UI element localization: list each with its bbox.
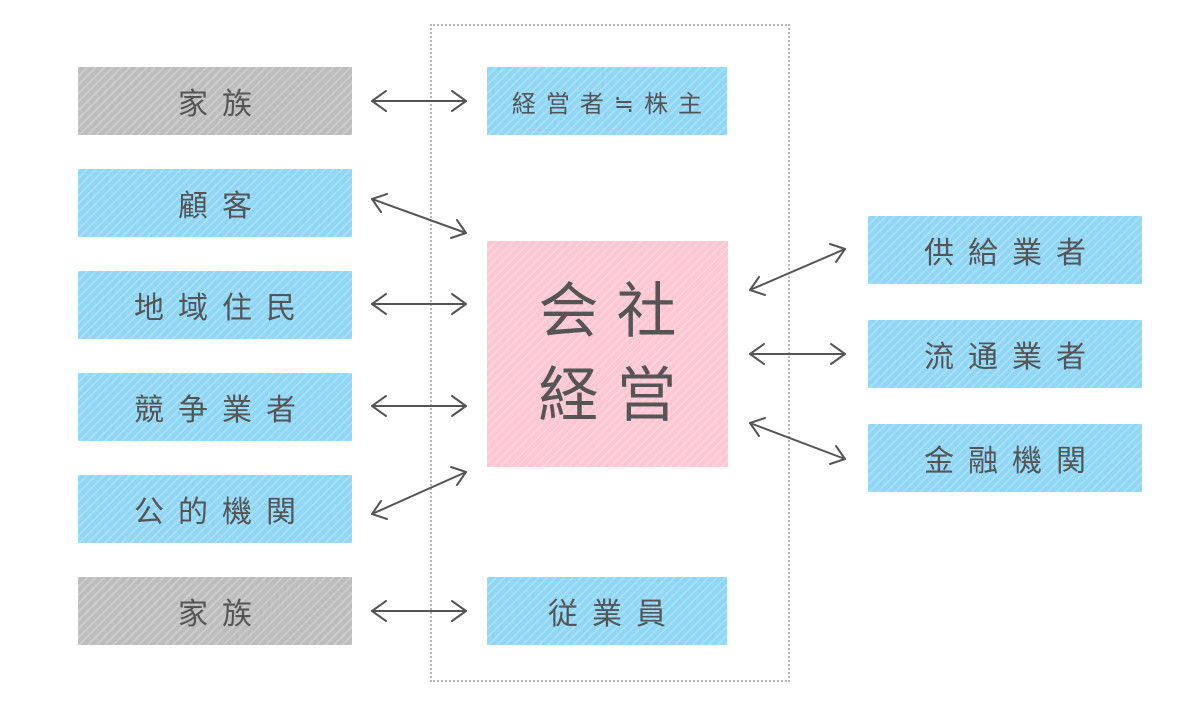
node-financial-institutions: 金融機関 xyxy=(868,424,1142,492)
node-executive-shareholder: 経営者≒株主 xyxy=(487,67,727,135)
arrow-company-suppliers xyxy=(749,243,846,296)
node-family-top-label: 家族 xyxy=(178,87,266,122)
arrow-residents-company xyxy=(371,293,467,315)
arrow-company-financial xyxy=(749,417,846,465)
node-customers: 顧客 xyxy=(78,169,352,237)
node-company-management: 会社 経営 xyxy=(487,241,728,467)
node-employees-label: 従業員 xyxy=(548,597,680,632)
arrow-company-distributors xyxy=(749,343,846,365)
node-customers-label: 顧客 xyxy=(178,189,266,224)
arrow-family-employees xyxy=(371,600,467,622)
node-family-bottom: 家族 xyxy=(78,577,352,645)
node-suppliers-label: 供給業者 xyxy=(924,236,1100,271)
arrow-customers-company xyxy=(371,193,467,239)
node-public-institutions: 公的機関 xyxy=(78,475,352,543)
arrow-public-company xyxy=(371,466,467,520)
node-distributors-label: 流通業者 xyxy=(924,340,1100,375)
arrow-family-executive xyxy=(371,90,467,112)
node-family-top: 家族 xyxy=(78,67,352,135)
node-public-institutions-label: 公的機関 xyxy=(134,495,310,530)
node-local-residents: 地域住民 xyxy=(78,271,352,339)
node-family-bottom-label: 家族 xyxy=(178,597,266,632)
node-suppliers: 供給業者 xyxy=(868,216,1142,284)
arrow-competitors-company xyxy=(371,395,467,417)
node-financial-institutions-label: 金融機関 xyxy=(924,444,1100,479)
node-employees: 従業員 xyxy=(487,577,727,645)
node-company-management-line1: 会社 xyxy=(538,277,695,347)
node-competitors: 競争業者 xyxy=(78,373,352,441)
node-company-management-line2: 経営 xyxy=(538,361,695,431)
node-competitors-label: 競争業者 xyxy=(134,393,310,428)
node-distributors: 流通業者 xyxy=(868,320,1142,388)
node-executive-shareholder-label: 経営者≒株主 xyxy=(511,89,713,118)
node-local-residents-label: 地域住民 xyxy=(134,291,310,326)
